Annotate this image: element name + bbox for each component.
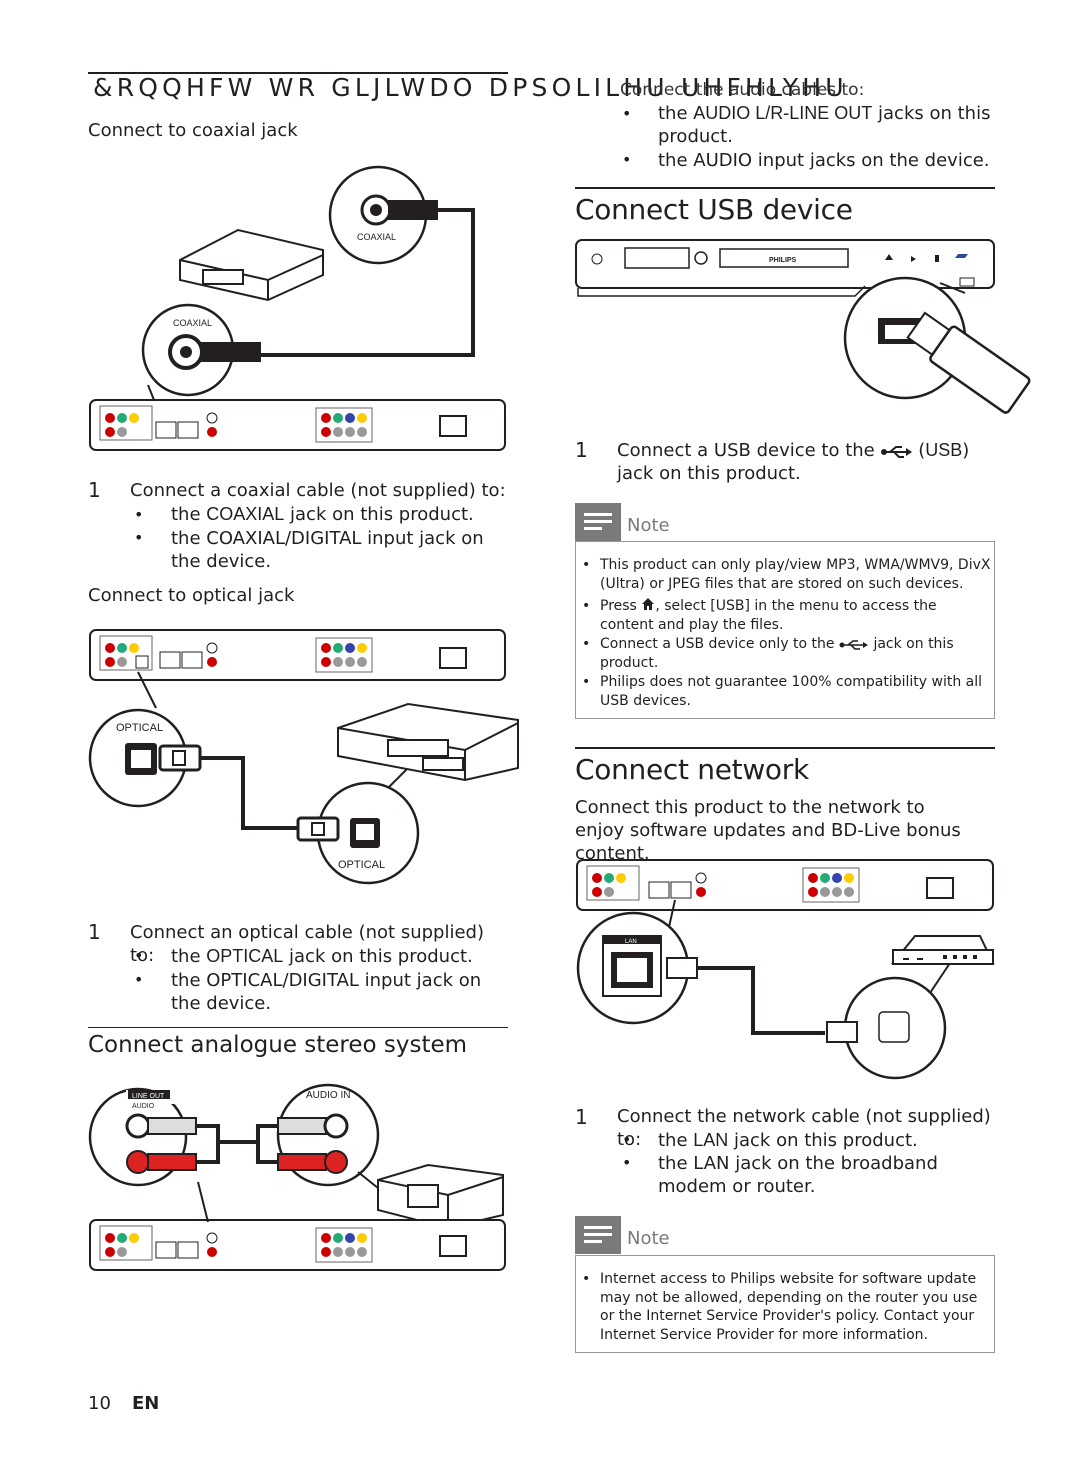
usb-step-key: USB: [925, 440, 963, 460]
coax-b1-post: jack on this product.: [284, 504, 474, 525]
receiver-device-1: [179, 228, 324, 302]
audio-b1-pre: the: [658, 103, 694, 124]
opt-label-2: OPTICAL: [338, 859, 385, 871]
net-bullet-1: the LAN jack on this product.: [658, 1129, 994, 1152]
bullet: •: [134, 946, 144, 965]
audio-bullet-2: the AUDIO input jacks on the device.: [658, 150, 990, 171]
net-note-item-1: Internet access to Philips website for s…: [576, 1270, 994, 1344]
analogue-title: Connect analogue stereo system: [88, 1032, 468, 1058]
network-title: Connect network: [575, 753, 809, 786]
opt-step-number: 1: [88, 920, 101, 944]
audio-b1-post: jacks on this product.: [658, 103, 991, 147]
usb-step-text: Connect a USB device to the (USB) jack o…: [617, 440, 970, 484]
usb-note-box: This product can only play/view MP3, WMA…: [575, 541, 995, 719]
coax-label-top: COAXIAL: [357, 232, 396, 242]
network-illustration: LAN: [576, 859, 995, 1080]
net-b1-key: LAN: [693, 1130, 729, 1150]
header-rule: [88, 72, 508, 74]
opt-b1-post: jack on this product.: [283, 946, 473, 967]
usb-title: Connect USB device: [575, 193, 853, 226]
opt-step-text: Connect an optical cable (not supplied) …: [130, 922, 484, 966]
net-note-box: Internet access to Philips website for s…: [575, 1255, 995, 1353]
coax-step-text: Connect a coaxial cable (not supplied) t…: [130, 480, 506, 501]
usb-step-pre: Connect a USB device to the: [617, 440, 875, 461]
bullet: •: [622, 104, 632, 123]
usb-step-number: 1: [575, 438, 588, 462]
bullet: •: [134, 528, 144, 547]
audio-label: AUDIO: [132, 1103, 155, 1110]
coax-b1-key: COAXIAL: [206, 504, 285, 524]
coax-bullet-2: the COAXIAL/DIGITAL input jack on the de…: [171, 528, 484, 572]
opt-b1-pre: the: [171, 946, 207, 967]
opt-b1-key: OPTICAL: [206, 946, 284, 966]
bullet: •: [622, 1130, 632, 1149]
usb-illustration: PHILIPS: [575, 239, 1031, 414]
net-b1-post: jack on this product.: [728, 1130, 918, 1151]
network-rule: [575, 747, 995, 749]
home-icon: [641, 597, 655, 611]
coaxial-subheading: Connect to coaxial jack: [88, 120, 298, 141]
net-b1-pre: the: [658, 1130, 694, 1151]
usb-note-item-4: Philips does not guarantee 100% compatib…: [576, 673, 994, 710]
opt-bullet-1: the OPTICAL jack on this product.: [171, 945, 511, 968]
opt-bullet-2: the OPTICAL/DIGITAL input jack on the de…: [171, 970, 482, 1014]
coax-label-mid: COAXIAL: [173, 318, 212, 328]
coax-b1-pre: the: [171, 504, 207, 525]
net-step-text: Connect the network cable (not supplied)…: [617, 1106, 991, 1150]
bullet: •: [134, 970, 144, 989]
note-icon: [575, 1216, 621, 1254]
coax-step-number: 1: [88, 478, 101, 502]
language-code: EN: [132, 1393, 160, 1414]
usb-note-item-3: Connect a USB device only to the jack on…: [576, 635, 994, 672]
usb-step-post: jack on this product.: [617, 463, 801, 484]
bullet: •: [134, 505, 144, 524]
audio-intro-overlap: Connect the audio cables to:: [620, 80, 865, 100]
usb-icon: [880, 443, 913, 459]
net-note-header: Note: [575, 1216, 995, 1254]
audio-b1-key: AUDIO L/R-LINE OUT: [693, 103, 873, 123]
garbled-heading: &RQQHFW WR GLJLWDO DPSOLILHU UHFHLYHU: [93, 73, 848, 102]
usb-note2-post: , select [USB] in the menu to access the…: [600, 598, 937, 633]
audio-in-label: AUDIO IN: [306, 1090, 350, 1101]
usb-note-item-1: This product can only play/view MP3, WMA…: [576, 556, 994, 593]
optical-subheading: Connect to optical jack: [88, 585, 295, 606]
net-step-number: 1: [575, 1105, 588, 1129]
usb-rule: [575, 187, 995, 189]
optical-illustration: OPTICAL OPTICAL: [88, 629, 519, 885]
bullet: •: [622, 1153, 632, 1172]
bullet: •: [622, 150, 632, 169]
network-intro: Connect this product to the network to e…: [575, 797, 961, 864]
page-number: 10: [88, 1393, 111, 1414]
note-icon: [575, 503, 621, 541]
usb-note-header: Note: [575, 503, 995, 541]
note-label: Note: [627, 1228, 670, 1249]
usb-note2-pre: Press: [600, 598, 637, 614]
usb-icon-small: [839, 638, 869, 650]
usb-note3-pre: Connect a USB device only to the: [600, 636, 835, 652]
coaxial-illustration: COAXIAL COAXIAL: [89, 165, 506, 451]
analogue-illustration: LINE OUT AUDIO AUDIO IN: [88, 1083, 506, 1271]
net-bullet-2: the LAN jack on the broadband modem or r…: [658, 1153, 938, 1197]
usb-note3-post: jack on this product.: [600, 636, 954, 671]
philips-brand: PHILIPS: [769, 257, 797, 264]
opt-label-1: OPTICAL: [116, 722, 163, 734]
lan-label: LAN: [625, 939, 637, 945]
note-label: Note: [627, 515, 670, 536]
line-out-label: LINE OUT: [132, 1093, 165, 1100]
receiver-device-2: [337, 702, 519, 782]
coax-bullet-1: the COAXIAL jack on this product.: [171, 503, 511, 526]
usb-note-item-2: Press , select [USB] in the menu to acce…: [576, 597, 994, 634]
analogue-rule: [88, 1027, 508, 1028]
audio-bullet-1: the AUDIO L/R-LINE OUT jacks on this pro…: [658, 102, 994, 148]
